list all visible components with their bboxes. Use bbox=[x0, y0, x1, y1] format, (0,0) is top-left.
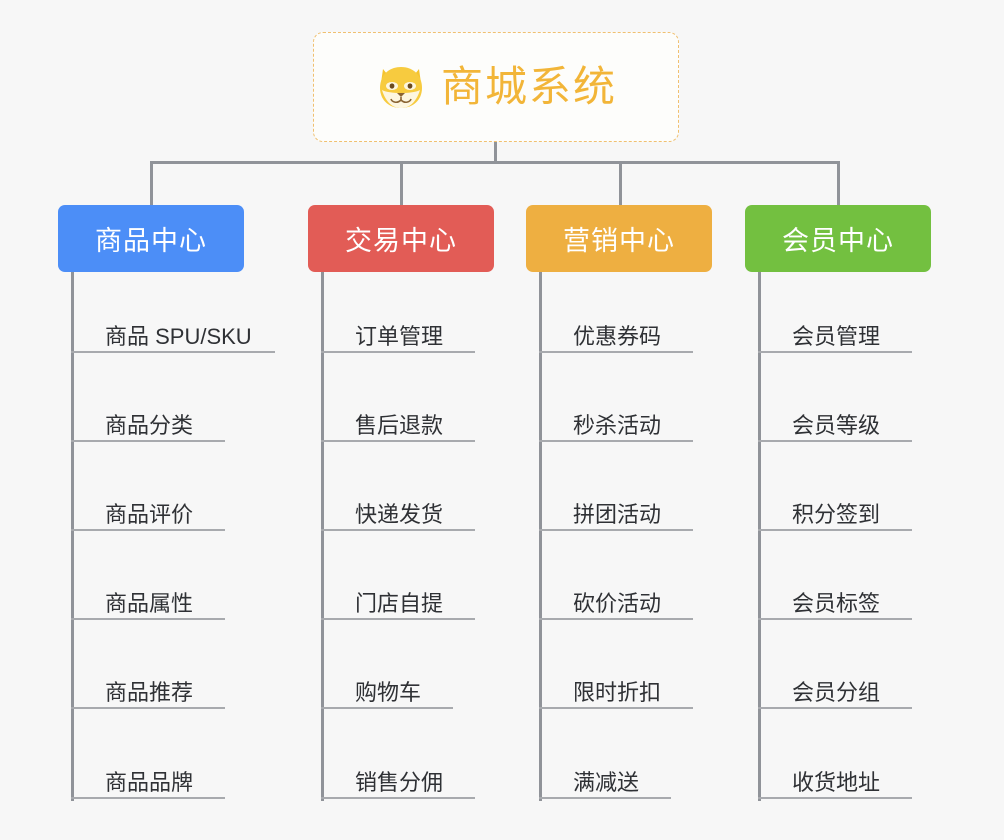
leaf-label: 会员管理 bbox=[792, 323, 881, 349]
leaf-item[interactable]: 门店自提 bbox=[321, 590, 475, 620]
leaf-label: 商品属性 bbox=[105, 590, 194, 616]
leaf-item[interactable]: 销售分佣 bbox=[321, 769, 475, 799]
leaf-item[interactable]: 收货地址 bbox=[758, 769, 912, 799]
leaf-label: 售后退款 bbox=[355, 412, 444, 438]
leaf-item[interactable]: 秒杀活动 bbox=[539, 412, 693, 442]
leaf-label: 商品推荐 bbox=[105, 679, 194, 705]
connector-trunk-marketing-center bbox=[539, 272, 542, 801]
leaf-item[interactable]: 拼团活动 bbox=[539, 501, 693, 531]
connector-drop-marketing-center bbox=[619, 161, 622, 206]
category-box-member-center[interactable]: 会员中心 bbox=[745, 205, 931, 272]
leaf-label: 购物车 bbox=[355, 679, 422, 705]
leaf-label: 商品 SPU/SKU bbox=[105, 323, 252, 349]
leaf-item[interactable]: 商品评价 bbox=[71, 501, 225, 531]
leaf-item[interactable]: 商品推荐 bbox=[71, 679, 225, 709]
connector-trunk-product-center bbox=[71, 272, 74, 801]
leaf-label: 会员分组 bbox=[792, 679, 881, 705]
leaf-label: 会员标签 bbox=[792, 590, 881, 616]
leaf-item[interactable]: 商品属性 bbox=[71, 590, 225, 620]
root-node[interactable]: 商城系统 bbox=[313, 32, 679, 142]
category-label: 营销中心 bbox=[563, 226, 675, 256]
leaf-label: 商品品牌 bbox=[105, 769, 194, 795]
leaf-label: 满减送 bbox=[573, 769, 640, 795]
leaf-label: 积分签到 bbox=[792, 501, 881, 527]
leaf-item[interactable]: 快递发货 bbox=[321, 501, 475, 531]
category-label: 商品中心 bbox=[95, 226, 207, 256]
leaf-item[interactable]: 售后退款 bbox=[321, 412, 475, 442]
category-box-marketing-center[interactable]: 营销中心 bbox=[526, 205, 712, 272]
leaf-label: 商品分类 bbox=[105, 412, 194, 438]
leaf-label: 优惠券码 bbox=[573, 323, 662, 349]
connector-drop-trade-center bbox=[400, 161, 403, 206]
category-box-product-center[interactable]: 商品中心 bbox=[58, 205, 244, 272]
leaf-item[interactable]: 会员管理 bbox=[758, 323, 912, 353]
leaf-label: 砍价活动 bbox=[573, 590, 662, 616]
root-title: 商城系统 bbox=[440, 63, 617, 110]
leaf-item[interactable]: 满减送 bbox=[539, 769, 671, 799]
category-label: 会员中心 bbox=[782, 226, 894, 256]
connector-trunk-trade-center bbox=[321, 272, 324, 801]
leaf-label: 收货地址 bbox=[792, 769, 881, 795]
category-box-trade-center[interactable]: 交易中心 bbox=[308, 205, 494, 272]
leaf-label: 快递发货 bbox=[355, 501, 444, 527]
leaf-item[interactable]: 优惠券码 bbox=[539, 323, 693, 353]
category-label: 交易中心 bbox=[345, 226, 457, 256]
leaf-item[interactable]: 限时折扣 bbox=[539, 679, 693, 709]
connector-root-stem bbox=[494, 142, 497, 164]
connector-trunk-member-center bbox=[758, 272, 761, 801]
leaf-item[interactable]: 砍价活动 bbox=[539, 590, 693, 620]
shiba-dog-face-icon bbox=[375, 63, 427, 111]
leaf-label: 门店自提 bbox=[355, 590, 444, 616]
leaf-label: 订单管理 bbox=[355, 323, 444, 349]
leaf-item[interactable]: 商品 SPU/SKU bbox=[71, 323, 275, 353]
leaf-item[interactable]: 会员等级 bbox=[758, 412, 912, 442]
leaf-item[interactable]: 会员分组 bbox=[758, 679, 912, 709]
connector-drop-product-center bbox=[150, 161, 153, 206]
leaf-item[interactable]: 商品分类 bbox=[71, 412, 225, 442]
leaf-item[interactable]: 会员标签 bbox=[758, 590, 912, 620]
leaf-label: 拼团活动 bbox=[573, 501, 662, 527]
leaf-item[interactable]: 商品品牌 bbox=[71, 769, 225, 799]
leaf-item[interactable]: 积分签到 bbox=[758, 501, 912, 531]
connector-horizontal-bus bbox=[150, 161, 840, 164]
leaf-label: 会员等级 bbox=[792, 412, 881, 438]
leaf-label: 商品评价 bbox=[105, 501, 194, 527]
leaf-label: 秒杀活动 bbox=[573, 412, 662, 438]
leaf-label: 限时折扣 bbox=[573, 679, 662, 705]
connector-drop-member-center bbox=[837, 161, 840, 206]
leaf-item[interactable]: 订单管理 bbox=[321, 323, 475, 353]
leaf-item[interactable]: 购物车 bbox=[321, 679, 453, 709]
leaf-label: 销售分佣 bbox=[355, 769, 444, 795]
